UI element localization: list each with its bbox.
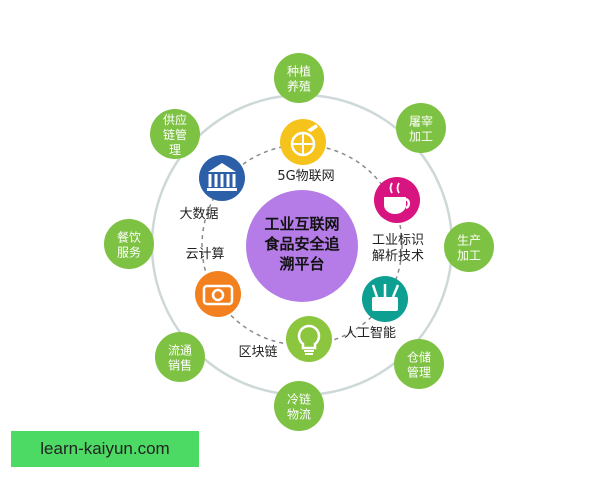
outer-node-label: 供应 [163, 112, 187, 127]
camera-icon [195, 271, 241, 317]
tech-node-label: 5G物联网 [277, 169, 334, 184]
outer-node-circle [394, 339, 444, 389]
cup-handle [405, 197, 411, 210]
plane-icon [307, 124, 318, 132]
tech-node-cloud: 云计算 [185, 247, 241, 317]
tech-node-ai: 人工智能 [344, 276, 408, 341]
tech-node-label: 工业标识 [372, 233, 424, 248]
outer-node-circle [155, 332, 205, 382]
outer-node-label: 链管 [163, 127, 187, 142]
outer-node-label: 种植 [287, 64, 311, 79]
outer-node-circle [274, 381, 324, 431]
tools-icon [371, 284, 400, 298]
tech-node-chain: 区块链 [238, 316, 332, 362]
outer-node-circle [150, 109, 200, 159]
bank-column [208, 174, 212, 187]
outer-node-label: 加工 [457, 249, 481, 263]
outer-node-circle [104, 219, 154, 269]
center-circle [246, 190, 358, 302]
outer-node-label: 养殖 [287, 79, 311, 94]
tech-node-bigdata: 大数据 [179, 155, 245, 222]
outer-node-label: 流通 [168, 344, 192, 358]
cup-icon [384, 197, 406, 214]
tech-node-label: 区块链 [238, 345, 277, 360]
tech-node-label: 大数据 [179, 207, 218, 222]
tech-node-label: 人工智能 [344, 326, 396, 341]
watermark-label: learn-kaiyun.com [11, 431, 199, 467]
tech-node-label: 云计算 [185, 247, 224, 262]
camera-lens-icon [211, 288, 225, 302]
outer-node-label: 销售 [168, 358, 192, 373]
bank-column [232, 174, 236, 187]
outer-node-label: 冷链 [287, 392, 311, 407]
camera-body-icon [202, 284, 234, 306]
outer-node-label: 物流 [287, 408, 311, 422]
outer-node-label: 服务 [117, 245, 141, 260]
center-line-1: 工业互联网 [264, 215, 339, 233]
outer-node-label: 管理 [407, 365, 431, 380]
outer-node-circle [274, 53, 324, 103]
bulb-icon [297, 324, 321, 350]
tech-node-label: 解析技术 [372, 249, 424, 264]
toolbox-icon [372, 297, 398, 311]
outer-node-circle [444, 222, 494, 272]
outer-node-label: 餐饮 [117, 230, 141, 245]
outer-node-label: 理 [169, 143, 181, 157]
bulb-base [304, 350, 314, 355]
inner-dashed-ring [201, 144, 403, 346]
outer-node-circle [396, 103, 446, 153]
globe-grid [292, 133, 314, 155]
outer-node-label: 仓储 [407, 350, 431, 365]
bank-roof-icon [208, 163, 236, 172]
outer-node-label: 加工 [409, 130, 433, 144]
bank-column [226, 174, 230, 187]
steam-icon [389, 182, 400, 194]
bank-column [214, 174, 218, 187]
outer-node-label: 生产 [457, 234, 481, 248]
lightbulb-icon [286, 316, 332, 362]
bank-column [220, 174, 224, 187]
center-line-2: 食品安全追 [264, 235, 339, 253]
center-line-3: 溯平台 [279, 255, 324, 273]
tech-node-iot: 5G物联网 [277, 119, 335, 184]
outer-node-label: 屠宰 [409, 114, 433, 129]
bank-base [207, 188, 237, 191]
